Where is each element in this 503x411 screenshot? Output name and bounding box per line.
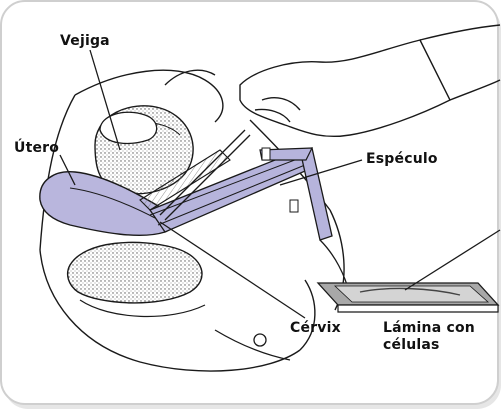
label-lamina-line1: Lámina con (383, 320, 475, 336)
small-mark (254, 334, 266, 346)
pubic-bone-shape (100, 112, 157, 143)
label-especulo: Espéculo (366, 151, 438, 167)
label-utero: Útero (14, 140, 59, 156)
label-vejiga: Vejiga (60, 33, 110, 49)
label-cervix: Cérvix (290, 320, 341, 336)
label-lamina-line2: células (383, 337, 440, 353)
